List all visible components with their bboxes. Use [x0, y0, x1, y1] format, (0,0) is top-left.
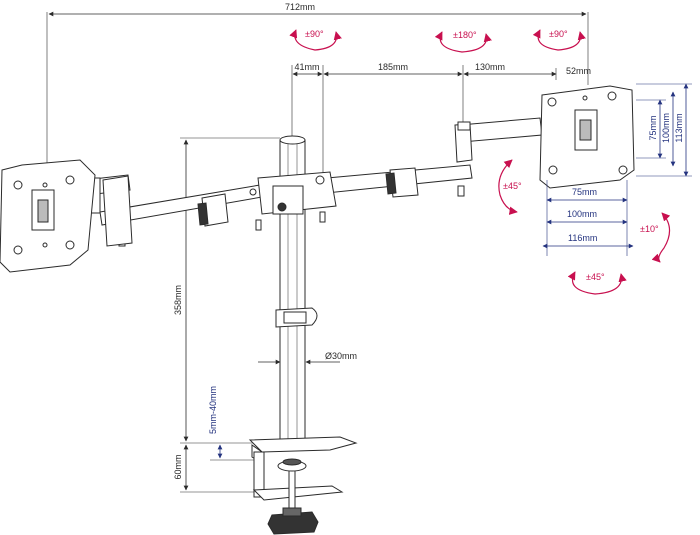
rotation-swivel: ±10°: [640, 212, 671, 263]
rotation-rotate: ±45°: [567, 271, 627, 295]
vesa-v-inner-label: 75mm: [648, 115, 658, 140]
desk-clamp: [248, 436, 358, 535]
clamp-range-label: 5mm-40mm: [208, 386, 218, 434]
dim-total-width: 712mm: [48, 2, 587, 17]
vesa-dimensions: 75mm 100mm 116mm 75mm 100mm 113mm: [542, 83, 692, 256]
right-vesa-plate: [539, 85, 635, 189]
rotation-r1: ±90°: [289, 29, 342, 51]
rotation-rotate-label: ±45°: [586, 272, 605, 282]
vesa-h-inner-label: 75mm: [572, 187, 597, 197]
crossbar: [99, 164, 473, 247]
vesa-h-mid-label: 100mm: [567, 209, 597, 219]
dim-arm-row: 41mm 185mm 130mm 52mm: [292, 62, 591, 80]
rotation-tilt: ±45°: [498, 159, 522, 215]
rotation-swivel-label: ±10°: [640, 224, 659, 234]
rotation-r3-label: ±90°: [549, 29, 568, 39]
extension-lines: [46, 12, 589, 493]
dim-pole-height: 358mm: [173, 139, 189, 442]
rotation-r1-label: ±90°: [305, 29, 324, 39]
dim-pole-diameter: Ø30mm: [258, 351, 357, 365]
vesa-v-mid-label: 100mm: [661, 113, 671, 143]
left-vesa-plate: [0, 159, 96, 273]
arm-offset-label: 41mm: [294, 62, 319, 72]
vesa-h-outer-label: 116mm: [568, 233, 597, 243]
right-arm: [454, 117, 543, 163]
rotation-r3: ±90°: [532, 29, 586, 51]
pole-diameter-label: Ø30mm: [325, 351, 357, 361]
dim-clamp-range: 5mm-40mm: [208, 386, 223, 459]
arm-mid-label: 185mm: [378, 62, 408, 72]
rotation-tilt-label: ±45°: [503, 181, 522, 191]
vesa-v-outer-label: 113mm: [674, 113, 684, 142]
panel-offset-label: 52mm: [566, 66, 591, 76]
total-width-label: 712mm: [285, 2, 315, 12]
rotation-r2-label: ±180°: [453, 30, 477, 40]
arm-end-label: 130mm: [475, 62, 505, 72]
pole-height-label: 358mm: [173, 285, 183, 315]
base-height-label: 60mm: [173, 454, 183, 479]
rotation-r2: ±180°: [434, 30, 492, 53]
dim-base-height: 60mm: [173, 444, 189, 491]
